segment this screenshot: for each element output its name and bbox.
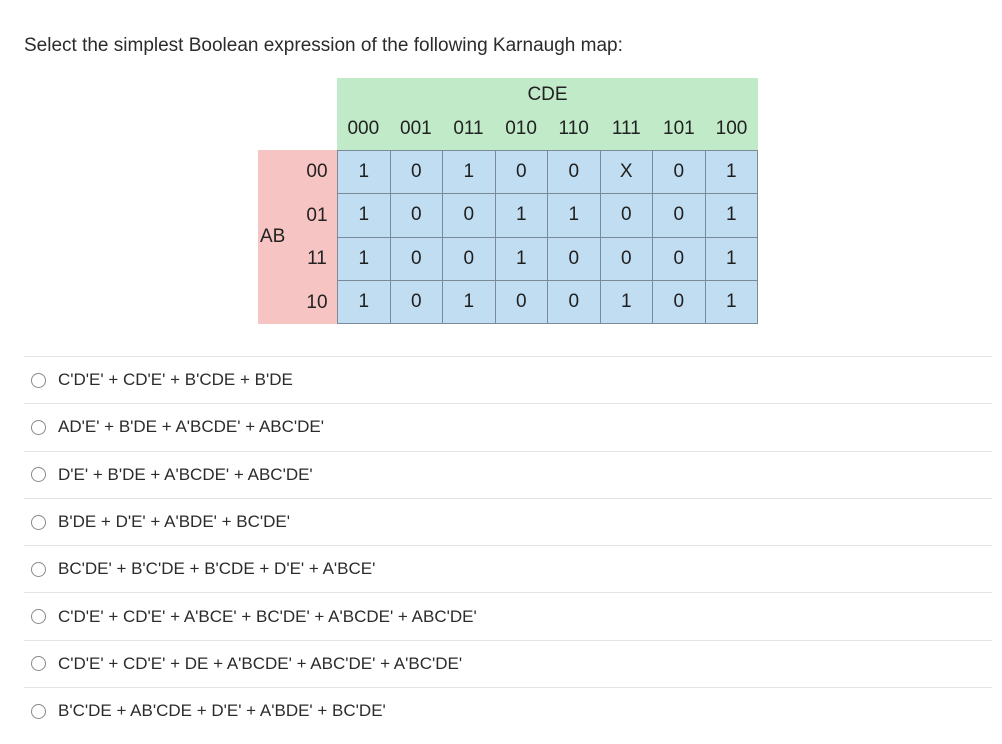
row-code: 01 (306, 205, 328, 226)
kmap-cell: 0 (495, 280, 548, 324)
column-code: 000 (347, 118, 380, 139)
radio-button[interactable] (31, 514, 46, 530)
question-text: Select the simplest Boolean expression o… (24, 35, 623, 56)
kmap-cell: 1 (338, 237, 391, 281)
radio-button[interactable] (31, 561, 46, 577)
kmap-cell: 1 (443, 151, 496, 195)
answer-option-label: B'C'DE + AB'CDE + D'E' + A'BDE' + BC'DE' (58, 701, 386, 721)
column-header: CDE 000 001 011 010 110 111 101 100 (337, 78, 758, 150)
kmap-cell: 1 (338, 280, 391, 324)
row-code: 11 (307, 248, 327, 269)
kmap-cell: 1 (338, 151, 391, 195)
column-code: 011 (453, 118, 484, 139)
kmap-cell: 0 (390, 280, 443, 324)
kmap-cell: X (600, 151, 653, 195)
answer-option-label: C'D'E' + CD'E' + DE + A'BCDE' + ABC'DE' … (58, 653, 463, 673)
column-variable-label: CDE (527, 84, 568, 105)
kmap-cell: 0 (495, 151, 548, 195)
kmap-cell: 0 (548, 237, 601, 281)
answer-option-label: D'E' + B'DE + A'BCDE' + ABC'DE' (58, 464, 313, 484)
answer-option[interactable]: B'DE + D'E' + A'BDE' + BC'DE' (24, 497, 992, 545)
kmap-cell: 0 (653, 280, 706, 324)
radio-button[interactable] (31, 419, 46, 435)
radio-button[interactable] (31, 703, 46, 719)
kmap-cell: 0 (600, 194, 653, 238)
kmap-cell: 0 (600, 237, 653, 281)
kmap-cell: 1 (705, 151, 758, 195)
kmap-cell: 0 (443, 237, 496, 281)
answer-options: C'D'E' + CD'E' + B'CDE + B'DE AD'E' + B'… (24, 356, 992, 734)
kmap-cell: 1 (705, 237, 758, 281)
row-header: AB 00 01 11 10 (258, 150, 338, 324)
answer-option-label: AD'E' + B'DE + A'BCDE' + ABC'DE' (58, 417, 325, 437)
column-code: 010 (505, 118, 537, 139)
answer-option[interactable]: B'C'DE + AB'CDE + D'E' + A'BDE' + BC'DE' (24, 687, 992, 734)
radio-button[interactable] (31, 609, 46, 625)
kmap-grid: 1 0 1 0 0 X 0 1 1 0 0 1 1 0 0 1 1 0 0 1 … (337, 150, 758, 324)
kmap-cell: 0 (443, 194, 496, 238)
answer-option[interactable]: BC'DE' + B'C'DE + B'CDE + D'E' + A'BCE' (24, 545, 992, 592)
radio-button[interactable] (31, 372, 46, 388)
answer-option-label: C'D'E' + CD'E' + B'CDE + B'DE (58, 370, 293, 390)
answer-option[interactable]: C'D'E' + CD'E' + A'BCE' + BC'DE' + A'BCD… (24, 592, 992, 639)
kmap-cell: 0 (548, 151, 601, 195)
kmap-cell: 0 (653, 194, 706, 238)
kmap-cell: 1 (338, 194, 391, 238)
row-variable-label: AB (260, 226, 286, 247)
column-code: 101 (663, 118, 695, 139)
radio-button[interactable] (31, 656, 46, 672)
answer-option[interactable]: C'D'E' + CD'E' + B'CDE + B'DE (24, 356, 992, 403)
kmap-cell: 0 (548, 280, 601, 324)
kmap-cell: 1 (495, 237, 548, 281)
radio-button[interactable] (31, 467, 46, 483)
kmap-cell: 1 (548, 194, 601, 238)
kmap-cell: 0 (653, 151, 706, 195)
kmap-cell: 1 (705, 194, 758, 238)
kmap-cell: 0 (390, 194, 443, 238)
kmap-cell: 1 (600, 280, 653, 324)
row-code: 00 (306, 161, 328, 182)
kmap-cell: 1 (705, 280, 758, 324)
kmap-cell: 0 (653, 237, 706, 281)
kmap-cell: 1 (443, 280, 496, 324)
kmap-cell: 0 (390, 237, 443, 281)
column-code: 100 (715, 118, 748, 139)
answer-option[interactable]: D'E' + B'DE + A'BCDE' + ABC'DE' (24, 450, 992, 498)
answer-option[interactable]: AD'E' + B'DE + A'BCDE' + ABC'DE' (24, 403, 992, 450)
answer-option-label: C'D'E' + CD'E' + A'BCE' + BC'DE' + A'BCD… (58, 606, 477, 626)
column-code: 111 (611, 118, 641, 139)
column-code: 110 (558, 118, 589, 139)
row-code: 10 (306, 292, 328, 313)
answer-option-label: BC'DE' + B'C'DE + B'CDE + D'E' + A'BCE' (58, 559, 376, 579)
column-code: 001 (400, 118, 432, 139)
answer-option[interactable]: C'D'E' + CD'E' + DE + A'BCDE' + ABC'DE' … (24, 639, 992, 687)
answer-option-label: B'DE + D'E' + A'BDE' + BC'DE' (58, 512, 290, 532)
kmap-cell: 0 (390, 151, 443, 195)
kmap-cell: 1 (495, 194, 548, 238)
